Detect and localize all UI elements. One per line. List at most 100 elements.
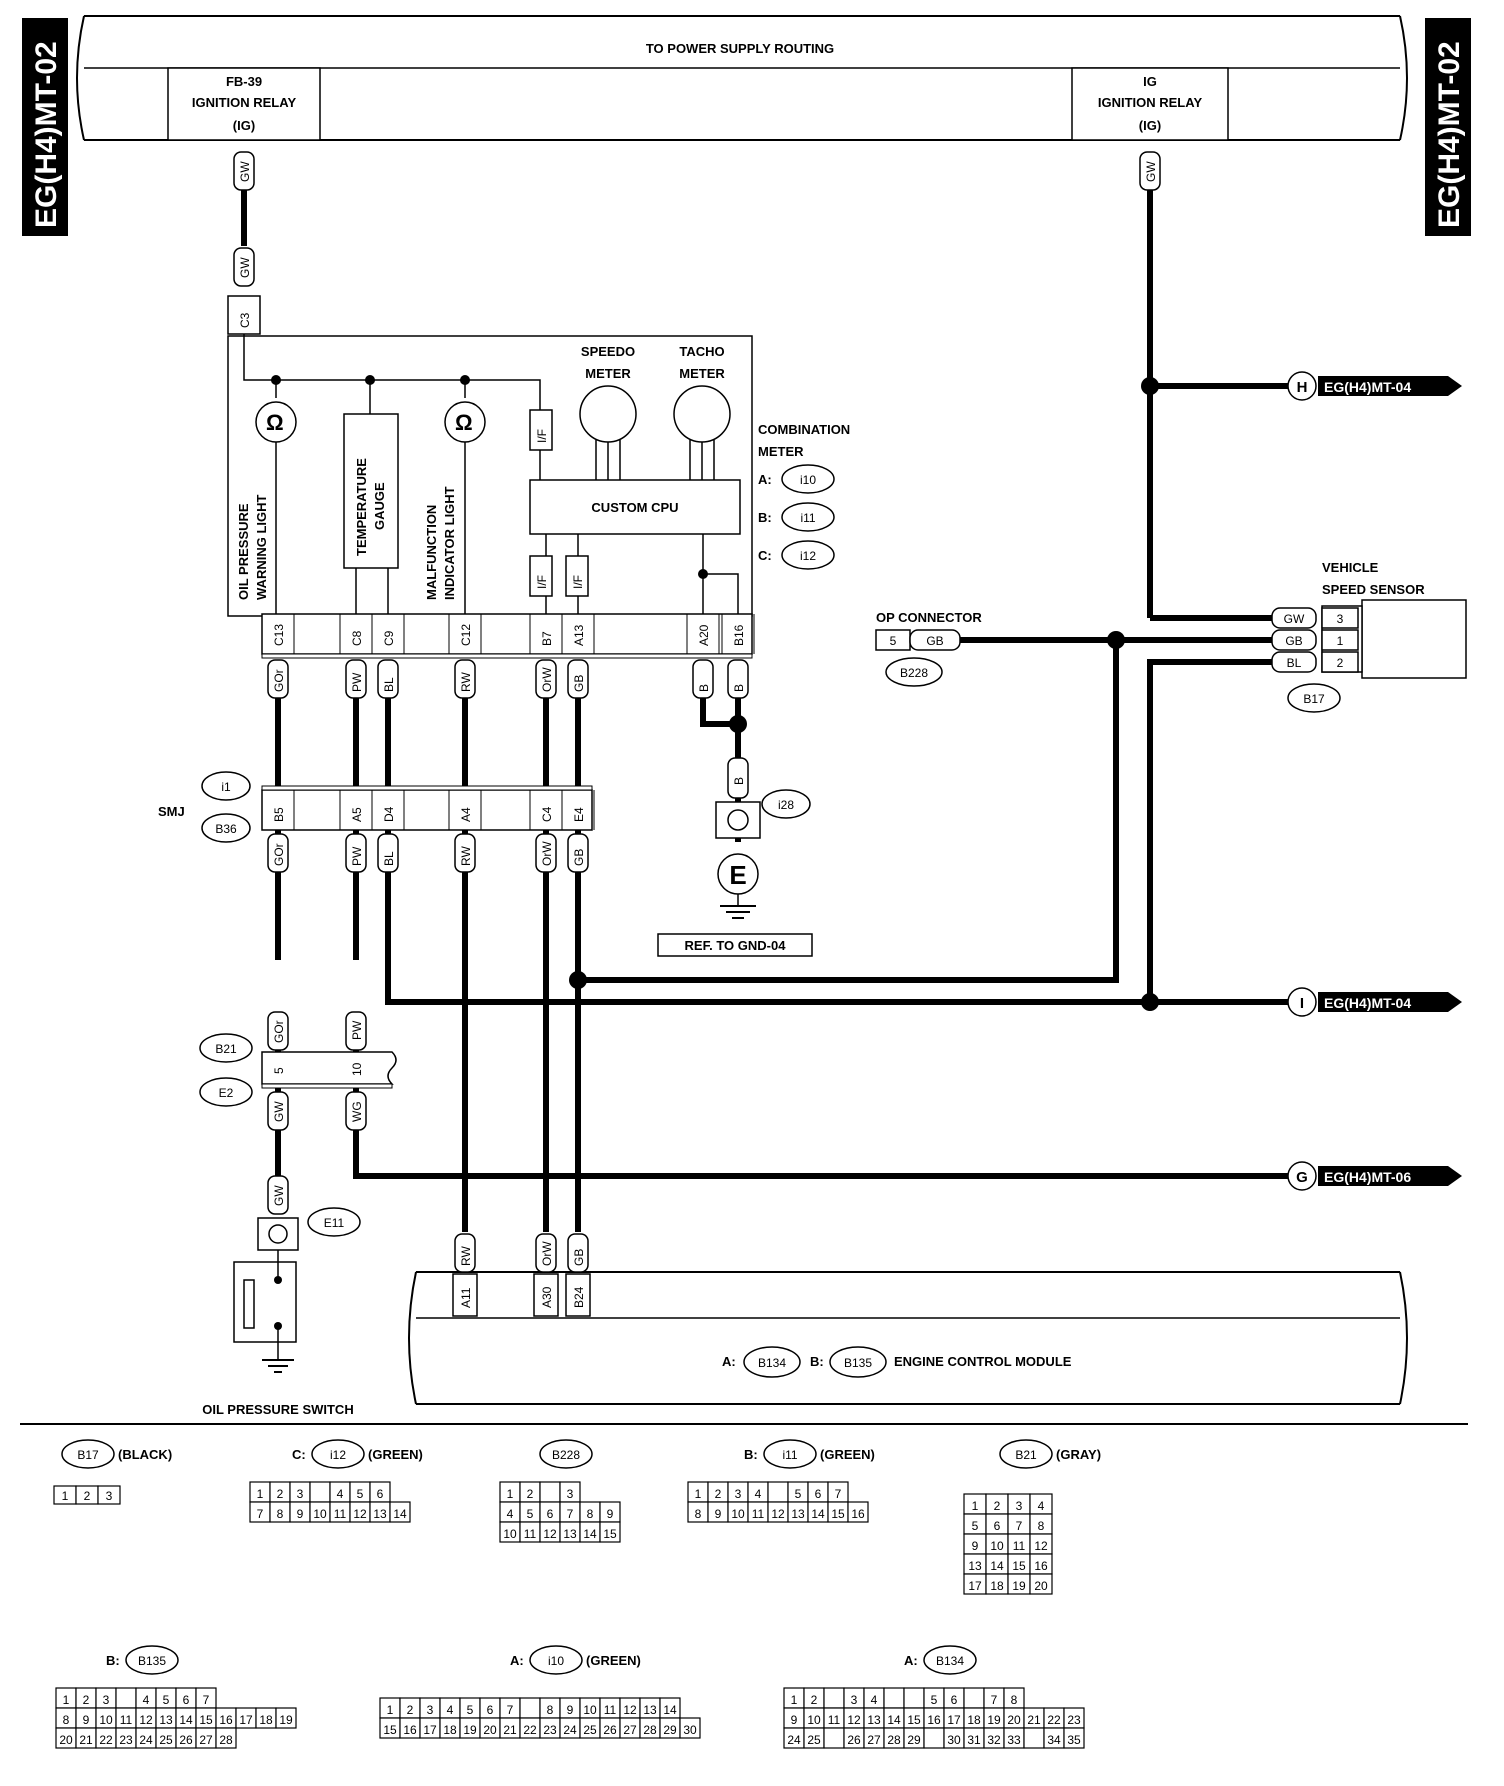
pin-20: 20 — [483, 1723, 497, 1737]
svg-text:EG(H4)MT-04: EG(H4)MT-04 — [1324, 379, 1411, 395]
pin-13: 13 — [159, 1713, 173, 1727]
smj-strip: i1 SMJ B36 — [158, 771, 593, 843]
pin-12: 12 — [623, 1703, 637, 1717]
pin-4: 4 — [447, 1703, 454, 1717]
svg-text:WG: WG — [350, 1101, 364, 1122]
pin-3: 3 — [103, 1693, 110, 1707]
pin-8: 8 — [277, 1507, 284, 1521]
pin-11: 11 — [334, 1507, 347, 1521]
svg-text:G: G — [1296, 1169, 1308, 1186]
svg-text:CUSTOM CPU: CUSTOM CPU — [591, 500, 678, 515]
smj-pin-a5: A5 — [350, 807, 364, 822]
pin-2: 2 — [277, 1487, 284, 1501]
svg-text:A:: A: — [758, 472, 772, 487]
wire-label-gw-c3 — [233, 247, 255, 287]
pin-9: 9 — [715, 1507, 722, 1521]
wire-label-b-ground — [727, 757, 749, 799]
pin-13: 13 — [563, 1527, 577, 1541]
pin-6: 6 — [994, 1519, 1001, 1533]
meter-wire-tag-c12: RW — [459, 672, 473, 692]
svg-text:GW: GW — [238, 257, 252, 278]
vss-wire-gw: GW — [1284, 612, 1305, 626]
svg-text:METER: METER — [758, 444, 804, 459]
pin-6: 6 — [487, 1703, 494, 1717]
pin-13: 13 — [643, 1703, 657, 1717]
connector-tag-i12 — [781, 540, 835, 570]
svg-text:B228: B228 — [900, 666, 928, 680]
side-tag-right-text: EG(H4)MT-02 — [1433, 41, 1466, 228]
power-supply-band: TO POWER SUPPLY ROUTING FB-39 IGNITION R… — [76, 15, 1408, 141]
meter-wire-tag-b7: OrW — [540, 667, 554, 692]
meter-pin-c9: C9 — [382, 630, 396, 646]
pin-11: 11 — [604, 1703, 617, 1717]
speedometer — [579, 385, 637, 443]
svg-text:EG(H4)MT-06: EG(H4)MT-06 — [1324, 1169, 1411, 1185]
pin-14: 14 — [393, 1507, 407, 1521]
svg-text:i12: i12 — [800, 549, 816, 563]
svg-text:GOr: GOr — [272, 1020, 286, 1043]
pin-5: 5 — [931, 1693, 938, 1707]
svg-text:I/F: I/F — [571, 575, 585, 589]
pin-2: 2 — [407, 1703, 414, 1717]
pin-30: 30 — [683, 1723, 697, 1737]
connector-view-prefix: B: — [744, 1447, 758, 1462]
if-block-a13 — [565, 555, 589, 597]
pin-14: 14 — [583, 1527, 597, 1541]
svg-text:i11: i11 — [800, 511, 815, 525]
pin-9: 9 — [607, 1507, 614, 1521]
ecm-wire-tag-b24: GB — [572, 1249, 586, 1266]
meter-pin-b7: B7 — [540, 631, 554, 646]
pin-18: 18 — [443, 1723, 457, 1737]
pin-23: 23 — [543, 1723, 557, 1737]
pin-10: 10 — [503, 1527, 517, 1541]
pin-13: 13 — [373, 1507, 387, 1521]
connector-view-name: B134 — [936, 1654, 964, 1668]
pin-15: 15 — [1012, 1559, 1026, 1573]
offpage-i: I EG(H4)MT-04 — [1287, 987, 1462, 1017]
pin-23: 23 — [1067, 1713, 1081, 1727]
engine-control-module: A: B134 B: B135 ENGINE CONTROL MODULE — [408, 1271, 1408, 1405]
side-tag-left-text: EG(H4)MT-02 — [30, 41, 63, 228]
smj-pin-c4: C4 — [540, 806, 554, 822]
pin-8: 8 — [1038, 1519, 1045, 1533]
svg-text:10: 10 — [350, 1062, 364, 1076]
pin-4: 4 — [1038, 1499, 1045, 1513]
pin-10: 10 — [313, 1507, 327, 1521]
pin-2: 2 — [83, 1693, 90, 1707]
ground: B i28 E REF. TO GND-04 — [657, 757, 813, 957]
pin-12: 12 — [353, 1507, 367, 1521]
pin-12: 12 — [771, 1507, 785, 1521]
connector-view-color: (GREEN) — [586, 1653, 641, 1668]
pin-31: 31 — [967, 1733, 981, 1747]
joint-b21-e2: GOr PW 5 10 B21 E2 GW WG — [199, 1011, 397, 1131]
smj-tag-i1 — [201, 771, 251, 801]
smj-label: SMJ — [158, 804, 185, 819]
svg-text:GB: GB — [926, 634, 943, 648]
pin-14: 14 — [663, 1703, 677, 1717]
pin-11: 11 — [524, 1527, 537, 1541]
pin-1: 1 — [507, 1487, 514, 1501]
pin-35: 35 — [1067, 1733, 1081, 1747]
pin-6: 6 — [377, 1487, 384, 1501]
connector-view-name: B21 — [1015, 1448, 1037, 1462]
pin-29: 29 — [907, 1733, 921, 1747]
pin-17: 17 — [968, 1579, 982, 1593]
pin-8: 8 — [587, 1507, 594, 1521]
ref-gnd-box — [657, 933, 813, 957]
svg-text:MALFUNCTION: MALFUNCTION — [424, 505, 439, 600]
svg-text:B21: B21 — [215, 1042, 237, 1056]
svg-text:GW: GW — [238, 161, 252, 182]
pin-23: 23 — [119, 1733, 133, 1747]
pin-6: 6 — [183, 1693, 190, 1707]
meter-wire-tag-c8: PW — [350, 672, 364, 692]
connector-view-prefix: C: — [292, 1447, 306, 1462]
pin-7: 7 — [1016, 1519, 1023, 1533]
pin-24: 24 — [563, 1723, 577, 1737]
tachometer — [673, 385, 731, 443]
smj-pin-d4: D4 — [382, 806, 396, 822]
ecm-wire-tag-a11: RW — [459, 1246, 473, 1266]
svg-text:B135: B135 — [844, 1356, 872, 1370]
